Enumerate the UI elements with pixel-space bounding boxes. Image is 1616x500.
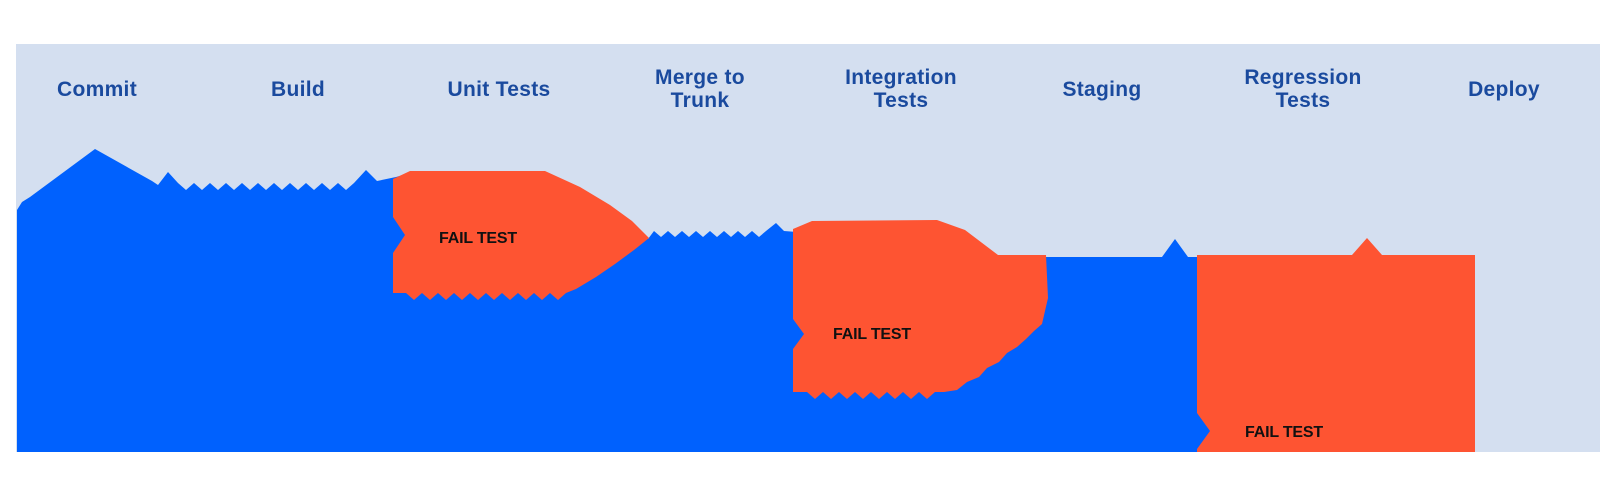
fail-region-regression-tests <box>1197 238 1475 452</box>
stage-label-commit: Commit <box>57 77 137 101</box>
fail-region-integration-tests <box>793 220 1048 399</box>
stage-label-integration-tests: Integration Tests <box>845 66 957 112</box>
fail-label-integration-tests: FAIL TEST <box>833 326 911 343</box>
stage-label-deploy: Deploy <box>1468 77 1540 101</box>
stage-label-merge-to-trunk: Merge to Trunk <box>655 66 745 112</box>
stage-label-build: Build <box>271 77 325 101</box>
stage-label-staging: Staging <box>1062 77 1142 101</box>
stage-label-regression-tests: Regression Tests <box>1244 66 1362 112</box>
fail-label-regression-tests: FAIL TEST <box>1245 424 1323 441</box>
pipeline-stream-shape <box>17 149 1475 452</box>
fail-label-unit-tests: FAIL TEST <box>439 230 517 247</box>
fail-region-unit-tests <box>393 171 649 300</box>
stage-label-unit-tests: Unit Tests <box>447 77 551 101</box>
